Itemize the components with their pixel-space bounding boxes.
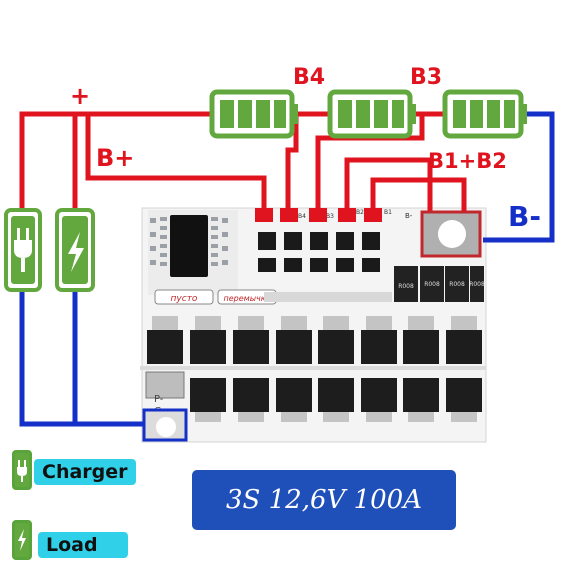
board-label-b2: B2 <box>356 209 364 216</box>
load-bolt-icon <box>55 208 95 292</box>
board-label-b-minus: B- <box>405 212 413 220</box>
balance-pads <box>255 208 382 222</box>
empty-pad <box>154 289 214 305</box>
legend-load-label: Load <box>38 532 128 558</box>
negative-wires <box>19 111 555 427</box>
bms-ic-chip <box>170 215 208 277</box>
legend-charger-label: Charger <box>34 459 136 485</box>
resistor-label-1: R008 <box>398 283 414 290</box>
resistor-label-4: R008 <box>469 281 485 288</box>
battery-b3 <box>327 89 416 139</box>
battery-b1-b2 <box>442 89 527 139</box>
b4-label: B4 <box>293 65 325 90</box>
b-minus-hole <box>438 220 466 248</box>
empty-pad-label: пусто <box>171 294 198 304</box>
legend-charger-icon <box>12 450 32 490</box>
spec-box: 3S 12,6V 100A <box>192 470 456 530</box>
p-minus-hole <box>156 417 176 437</box>
b-plus-label: B+ <box>96 144 134 172</box>
mosfet-array <box>147 330 482 412</box>
plus-label: + <box>70 82 90 110</box>
resistor-label-2: R008 <box>424 281 440 288</box>
charger-plug-icon <box>4 208 42 292</box>
shunt-resistors <box>394 266 484 302</box>
b1-b2-label: B1+B2 <box>428 149 507 173</box>
b-minus-label: B- <box>508 200 541 233</box>
resistor-label-3: R008 <box>449 281 465 288</box>
sense-transistors <box>258 232 380 272</box>
b3-label: B3 <box>410 65 442 90</box>
p-minus-label: P- <box>154 394 164 405</box>
jumper-pad-label: перемычка <box>224 294 271 303</box>
board-label-b3: B3 <box>326 213 334 220</box>
board-label-b1: B1 <box>384 209 392 216</box>
legend-load-icon <box>12 520 32 560</box>
battery-b4 <box>209 89 298 139</box>
board-label-b4: B4 <box>298 213 306 220</box>
